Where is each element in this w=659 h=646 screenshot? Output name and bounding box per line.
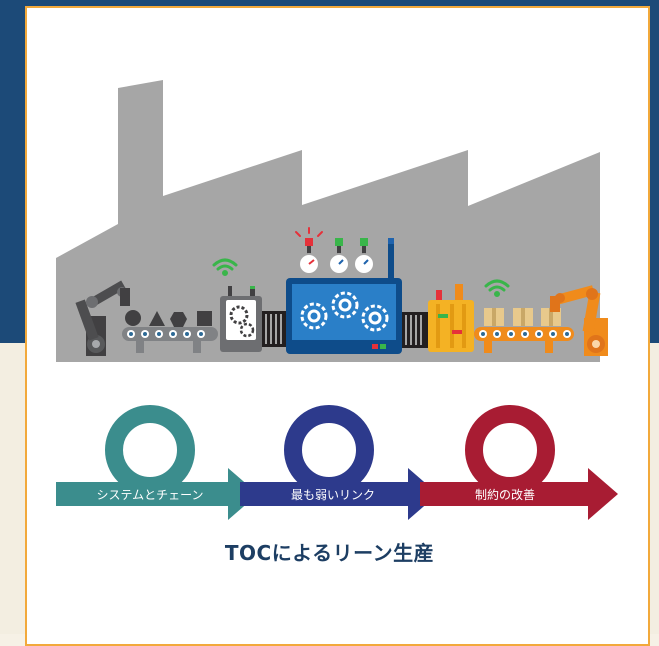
diagram-title: TOCによるリーン生産 [224,541,435,565]
wifi-signal-icon [212,258,238,276]
yellow-machine [428,284,474,352]
stage-arrow-2 [240,468,438,520]
stage-label-2: 最も弱いリンク [291,488,375,502]
small-gear-machine [212,258,262,352]
stage-arrow-3 [420,468,618,520]
wifi-signal-icon [484,279,510,297]
stage-arrow-1 [56,468,258,520]
conveyor-right-icon [474,279,574,353]
cycle-ring-red [465,405,555,495]
factory-building [56,80,600,362]
robot-arm-right-icon [550,285,608,356]
conveyor-left-icon [122,310,218,353]
stage-label-1: システムとチェーン [96,488,203,502]
pressure-gauge-icon [295,227,375,275]
gear-icon [300,291,389,332]
cycle-ring-teal [105,405,195,495]
bottleneck-machine [286,238,402,354]
conveyor-chain-right [402,312,428,348]
cycle-ring-navy [284,405,374,495]
stage-label-3: 制約の改善 [475,487,535,502]
box-icon [484,308,561,326]
robot-arm-icon [75,280,130,356]
